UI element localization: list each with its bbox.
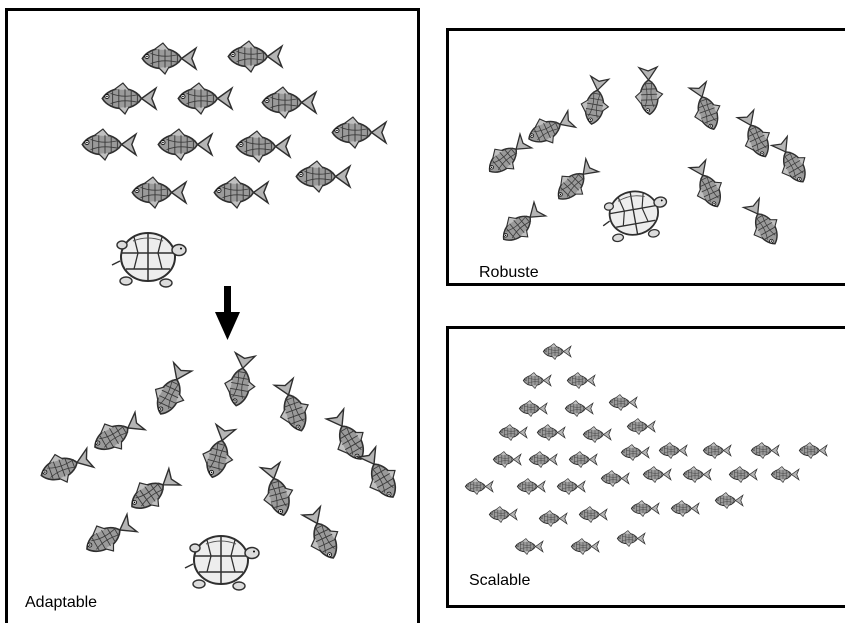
arrow-down-icon bbox=[215, 286, 240, 340]
adaptable-label: Adaptable bbox=[25, 594, 98, 611]
fish-icon bbox=[131, 176, 187, 209]
fish-icon bbox=[738, 195, 788, 252]
fish-icon bbox=[626, 418, 656, 435]
fish-icon bbox=[538, 510, 568, 527]
fish-icon bbox=[268, 375, 317, 437]
fish-icon bbox=[582, 426, 612, 443]
fish-icon bbox=[177, 82, 233, 115]
fish-icon bbox=[492, 451, 522, 468]
fish-icon bbox=[630, 500, 660, 517]
fish-icon bbox=[464, 478, 494, 495]
fish-icon bbox=[714, 492, 744, 509]
scalable-label: Scalable bbox=[469, 572, 531, 589]
scalable-illustration bbox=[464, 343, 828, 555]
fish-icon bbox=[616, 530, 646, 547]
fish-icon bbox=[578, 506, 608, 523]
fish-icon bbox=[556, 478, 586, 495]
fish-icon bbox=[480, 129, 536, 183]
fish-icon bbox=[86, 407, 149, 461]
fish-icon bbox=[728, 466, 758, 483]
turtle-icon bbox=[183, 534, 261, 592]
fish-icon bbox=[608, 394, 638, 411]
fish-icon bbox=[488, 506, 518, 523]
adaptable-illustration bbox=[35, 40, 407, 592]
fish-icon bbox=[642, 466, 672, 483]
fish-icon bbox=[682, 466, 712, 483]
turtle-icon bbox=[110, 231, 188, 289]
fish-icon bbox=[296, 503, 348, 566]
turtle-icon bbox=[597, 184, 674, 247]
fish-icon bbox=[702, 442, 732, 459]
fish-icon bbox=[235, 130, 291, 163]
fish-icon bbox=[542, 343, 572, 360]
fish-icon bbox=[261, 86, 317, 119]
fish-icon bbox=[141, 42, 197, 75]
fish-icon bbox=[295, 160, 351, 193]
fish-icon bbox=[564, 400, 594, 417]
fish-icon bbox=[658, 442, 688, 459]
fish-icon bbox=[566, 372, 596, 389]
fish-icon bbox=[577, 74, 614, 128]
fish-icon bbox=[522, 372, 552, 389]
fish-icon bbox=[766, 133, 816, 190]
fish-icon bbox=[213, 176, 269, 209]
robust-panel: Robuste bbox=[446, 28, 845, 286]
fish-icon bbox=[146, 359, 198, 422]
adaptable-panel: Adaptable bbox=[5, 8, 420, 623]
fish-icon bbox=[633, 66, 665, 116]
robust-illustration bbox=[480, 66, 816, 252]
fish-icon bbox=[548, 154, 603, 209]
fish-icon bbox=[514, 538, 544, 555]
fish-icon bbox=[798, 442, 828, 459]
fish-icon bbox=[670, 500, 700, 517]
fish-icon bbox=[522, 105, 579, 152]
fish-icon bbox=[227, 40, 283, 73]
fish-icon bbox=[770, 466, 800, 483]
fish-icon bbox=[516, 478, 546, 495]
fish-icon bbox=[494, 197, 550, 251]
fish-icon bbox=[331, 116, 387, 149]
fish-icon bbox=[197, 422, 242, 482]
fish-icon bbox=[498, 424, 528, 441]
fish-icon bbox=[101, 82, 157, 115]
fish-icon bbox=[254, 460, 299, 520]
fish-icon bbox=[81, 128, 137, 161]
robust-label: Robuste bbox=[479, 264, 539, 281]
fish-icon bbox=[35, 442, 97, 491]
fish-icon bbox=[528, 451, 558, 468]
scalable-panel: Scalable bbox=[446, 326, 845, 608]
fish-icon bbox=[536, 424, 566, 441]
fish-icon bbox=[220, 351, 261, 410]
fish-icon bbox=[122, 463, 184, 520]
fish-icon bbox=[568, 451, 598, 468]
fish-icon bbox=[600, 470, 630, 487]
fish-icon bbox=[570, 538, 600, 555]
fish-icon bbox=[732, 107, 779, 164]
fish-icon bbox=[684, 79, 728, 135]
fish-icon bbox=[78, 509, 141, 563]
fish-icon bbox=[157, 128, 213, 161]
fish-icon bbox=[750, 442, 780, 459]
fish-icon bbox=[620, 444, 650, 461]
fish-icon bbox=[684, 157, 731, 214]
fish-icon bbox=[518, 400, 548, 417]
